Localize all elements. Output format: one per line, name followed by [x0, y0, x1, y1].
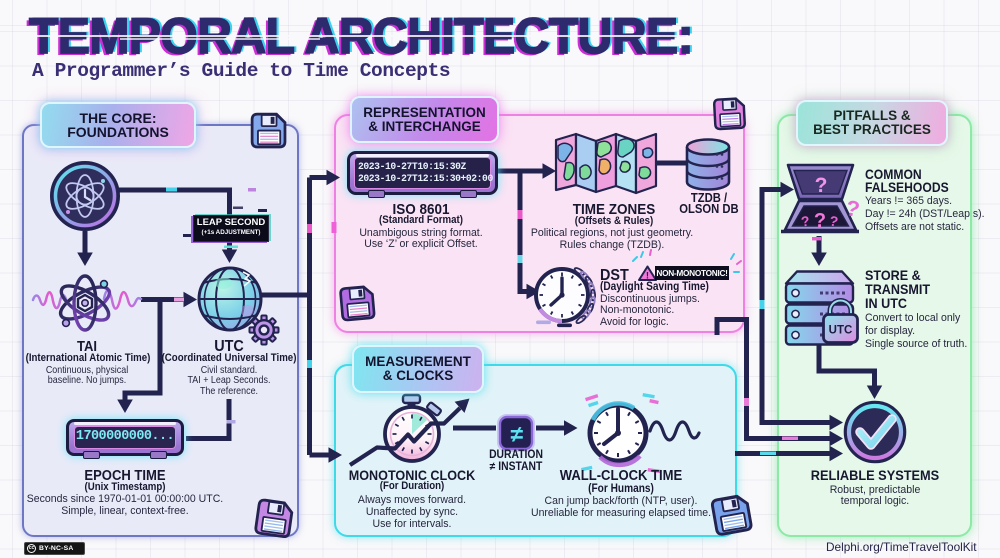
svg-text:?: ?: [814, 210, 826, 232]
svg-text:!: !: [646, 271, 649, 282]
svg-text:?: ?: [800, 213, 811, 230]
svg-text:?: ?: [828, 212, 839, 229]
svg-text:≠: ≠: [510, 421, 523, 447]
svg-text:?: ?: [815, 174, 828, 197]
svg-text:?: ?: [844, 195, 862, 222]
svg-text:UTC: UTC: [829, 325, 853, 337]
